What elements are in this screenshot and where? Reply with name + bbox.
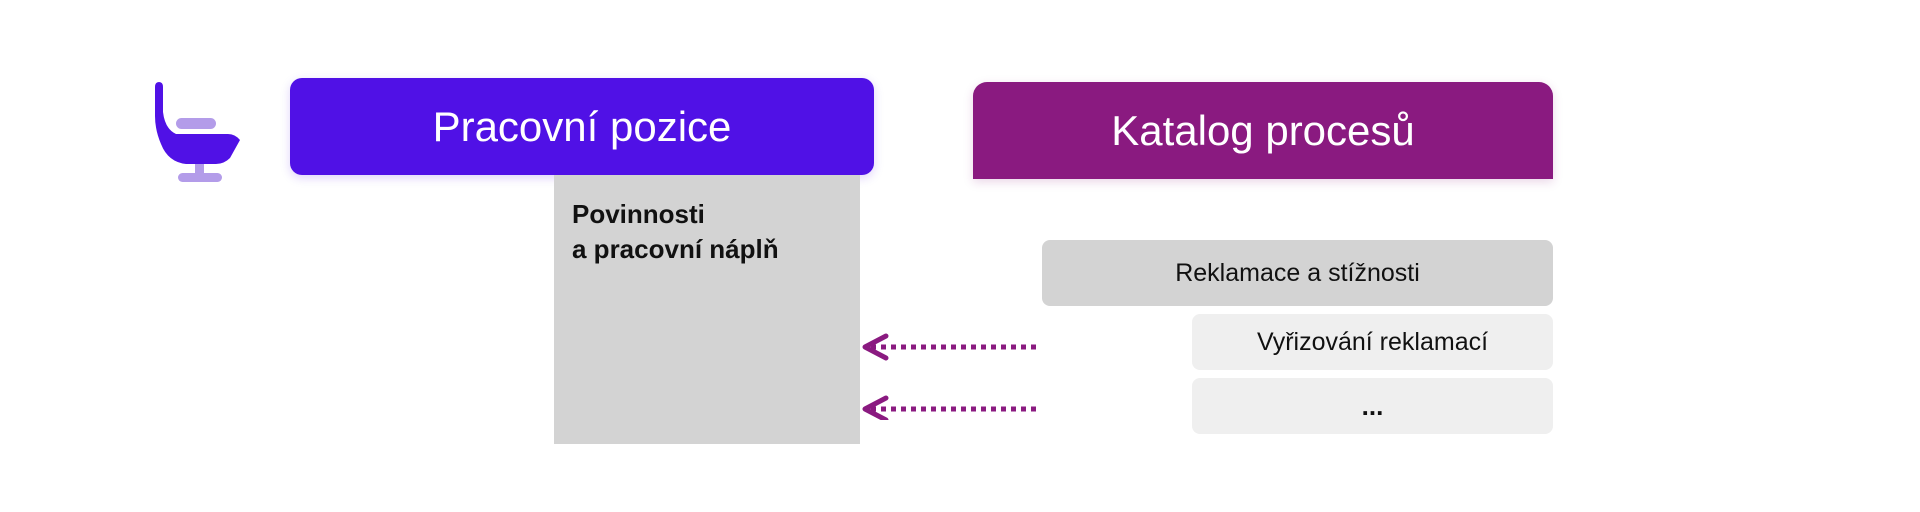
chair-icon: [155, 82, 240, 182]
arrow-left-icon: [862, 333, 1036, 361]
duties-title-line-1: Povinnosti: [572, 199, 705, 229]
subprocess-complaint-handling: Vyřizování reklamací: [1192, 314, 1553, 370]
link-arrows: [862, 333, 1036, 420]
duties-title-line-2: a pracovní náplň: [572, 234, 779, 264]
process-catalog-header: Katalog procesů: [973, 82, 1553, 179]
job-positions-header: Pracovní pozice: [290, 78, 874, 175]
process-complaints: Reklamace a stížnosti: [1042, 240, 1553, 306]
process-catalog-header-label: Katalog procesů: [1111, 106, 1415, 154]
arrow-left-icon: [862, 395, 1036, 420]
subprocess-more-label: ...: [1361, 390, 1384, 421]
duties-box: Povinnosti a pracovní náplň: [554, 175, 860, 444]
job-positions-header-label: Pracovní pozice: [432, 102, 732, 150]
subprocess-complaint-handling-label: Vyřizování reklamací: [1256, 327, 1489, 356]
process-complaints-label: Reklamace a stížnosti: [1175, 258, 1420, 287]
subprocess-more: ...: [1192, 378, 1553, 434]
